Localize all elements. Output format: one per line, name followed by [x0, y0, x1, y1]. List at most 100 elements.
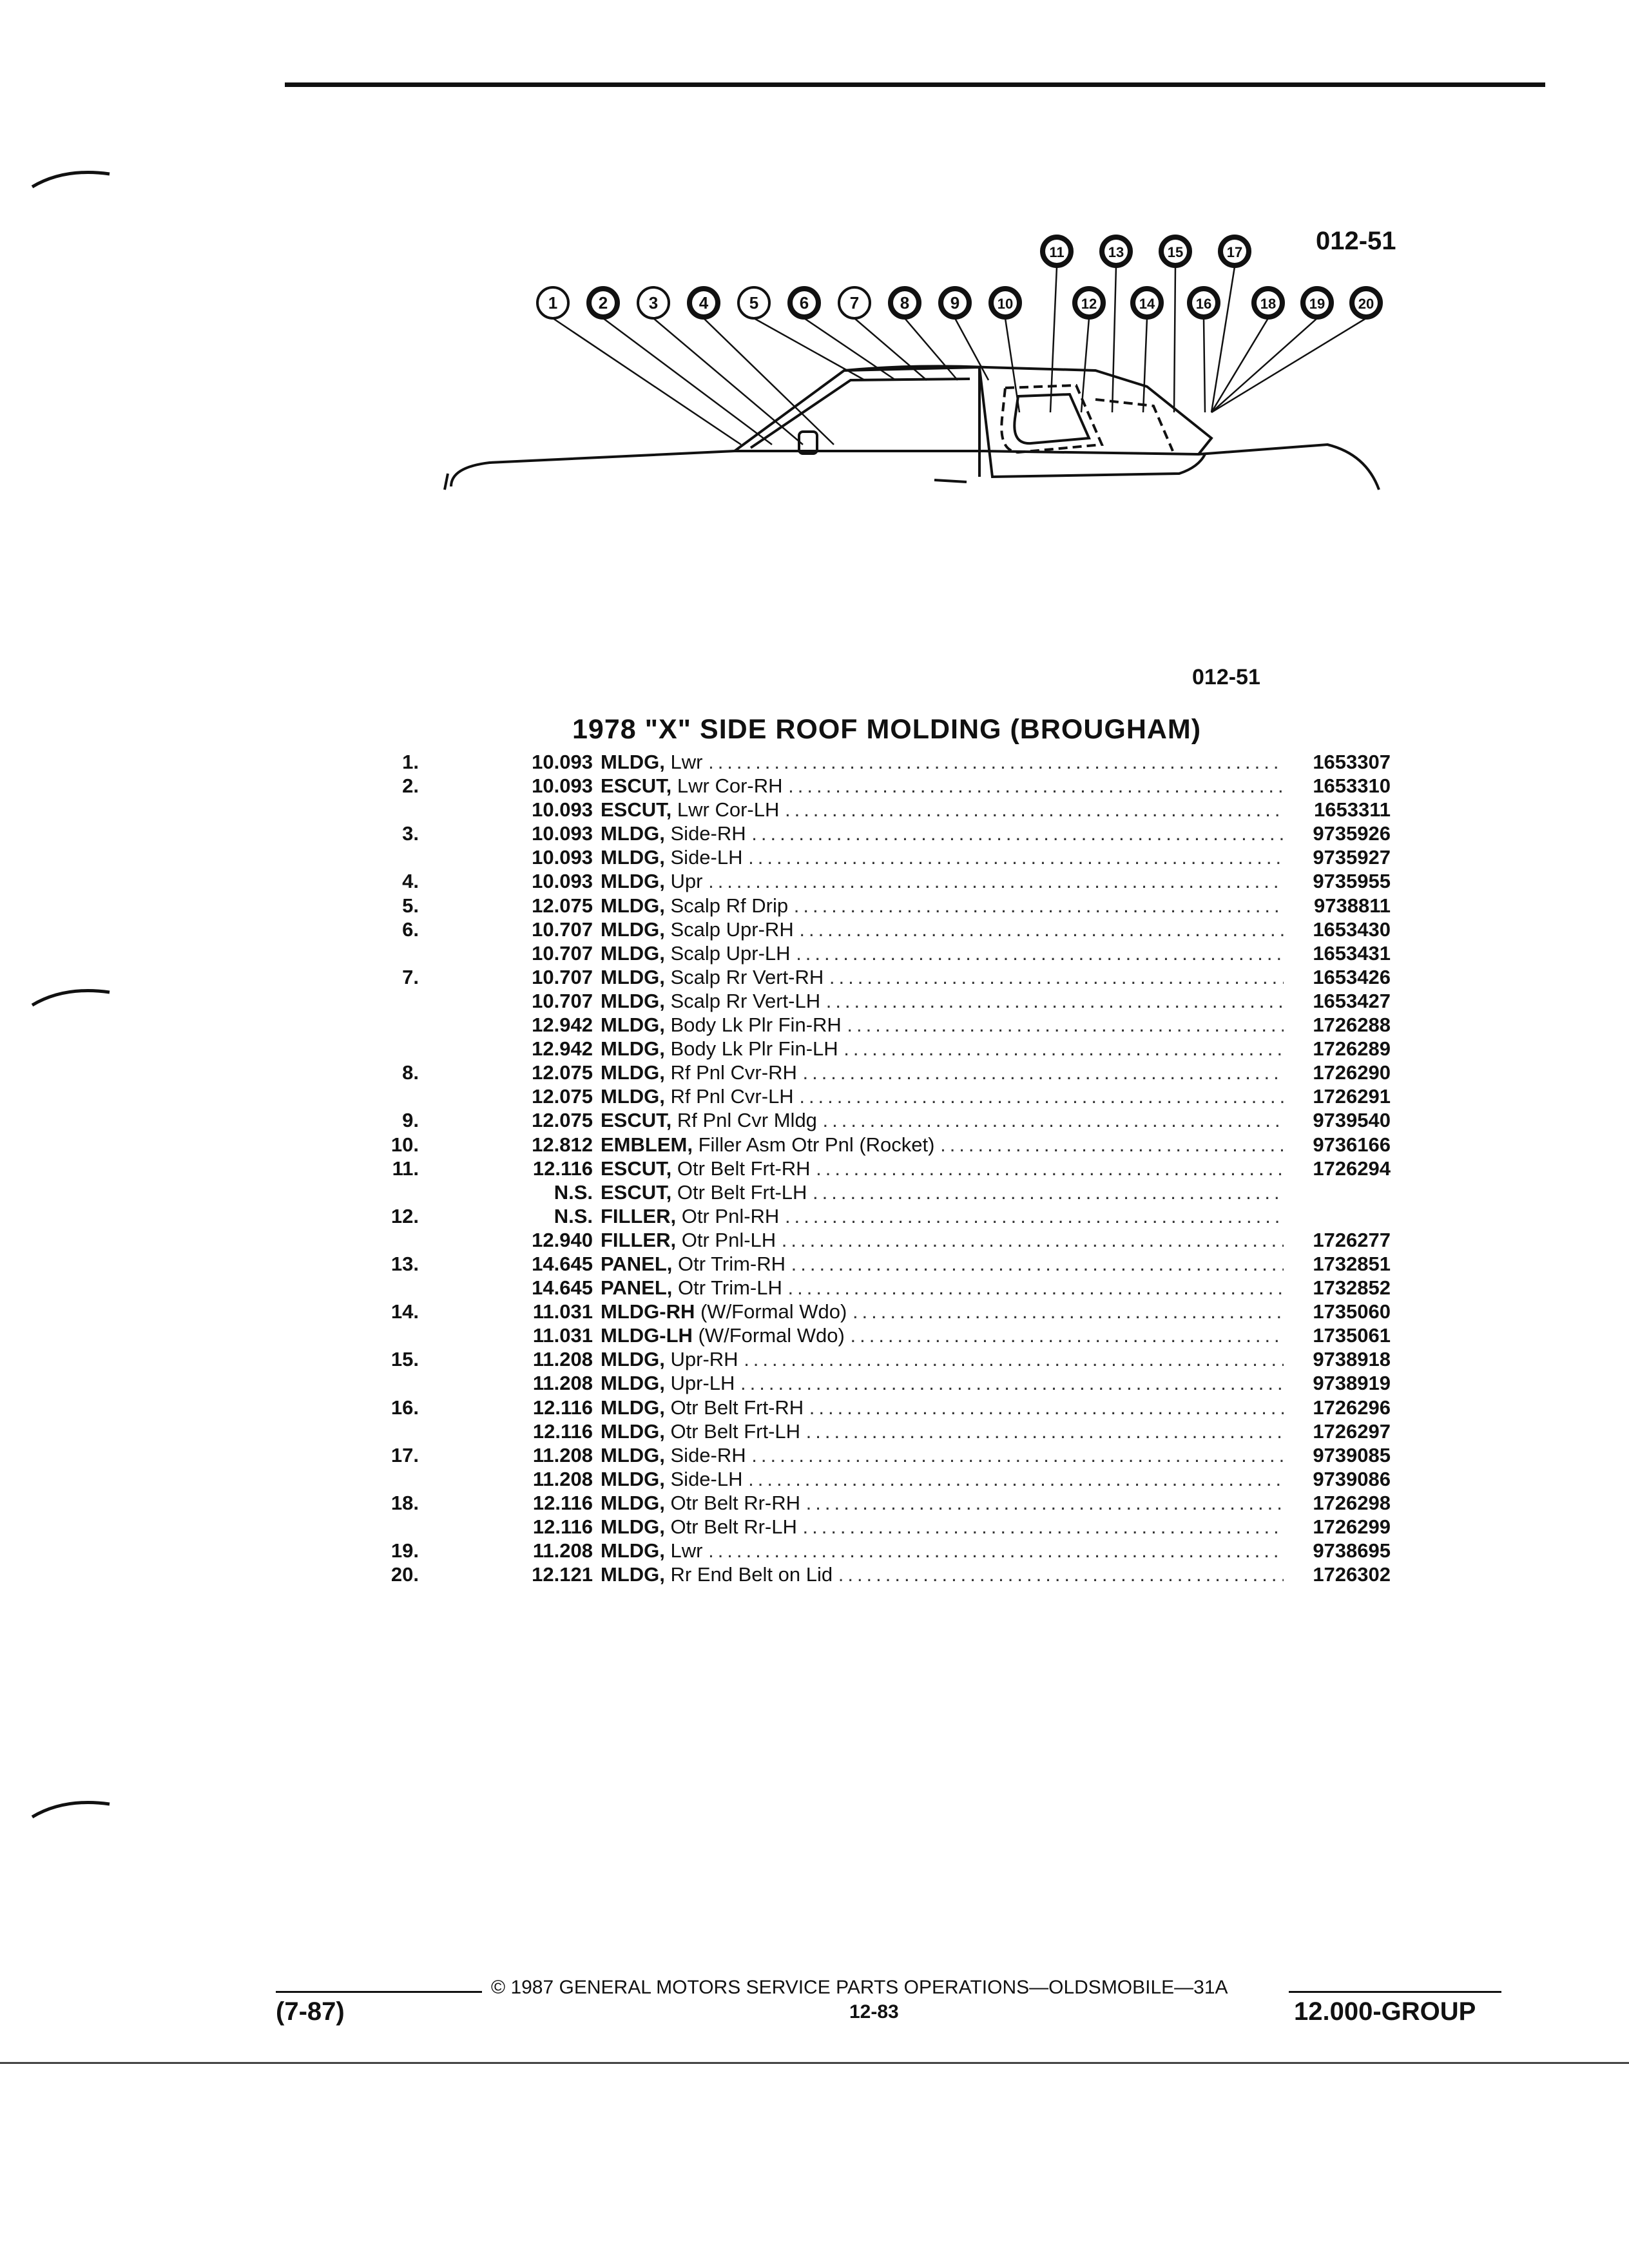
item-number: 14. [390, 1300, 419, 1323]
group-code: 12.121 [532, 1563, 593, 1586]
part-desc-text: Lwr [670, 1539, 703, 1562]
item-number: 3. [402, 822, 419, 845]
part-description: MLDG, Body Lk Plr Fin-RH ...............… [601, 1013, 1284, 1037]
part-number: 1726302 [1313, 1563, 1391, 1586]
item-number: 1. [402, 751, 419, 773]
part-desc-text: Scalp Rr Vert-LH [670, 989, 821, 1012]
footer-rule-right [1289, 1991, 1501, 1993]
part-keyword: MLDG, [601, 1515, 665, 1538]
figure-code-top: 012-51 [1316, 227, 1396, 255]
item-number: 11. [392, 1157, 419, 1180]
item-number: 7. [402, 965, 419, 988]
part-number: 1735061 [1313, 1324, 1391, 1347]
group-code: 12.940 [532, 1228, 593, 1251]
group-code: 10.707 [532, 941, 593, 965]
part-number: 9738811 [1314, 894, 1391, 917]
part-number: 1653310 [1313, 774, 1391, 798]
page-bottom-line [0, 2062, 1629, 2064]
part-desc-text: Side-RH [670, 1443, 746, 1466]
leader-dots: ........................................… [784, 798, 1284, 822]
side-mirror [798, 430, 818, 455]
group-code: 12.116 [532, 1157, 593, 1180]
group-code: 10.093 [532, 846, 593, 869]
footer-revision: (7-87) [276, 1997, 345, 2026]
part-description: MLDG, Scalp Rf Drip ....................… [601, 894, 1284, 918]
margin-mark-bottom [31, 1801, 110, 1819]
group-code: 10.093 [532, 798, 593, 822]
footer-copyright: © 1987 GENERAL MOTORS SERVICE PARTS OPER… [491, 1977, 1228, 1998]
callout-label: 2 [599, 293, 608, 312]
part-desc-text: Body Lk Plr Fin-LH [670, 1037, 838, 1061]
part-desc-text: Otr Belt Frt-LH [670, 1419, 801, 1443]
part-keyword: MLDG, [601, 846, 665, 869]
callout-label: 12 [1081, 296, 1097, 312]
part-number: 1653427 [1313, 989, 1391, 1012]
part-desc-text: Filler Asm Otr Pnl (Rocket) [698, 1133, 935, 1156]
windshield [733, 365, 981, 477]
part-keyword: MLDG, [601, 1372, 665, 1395]
callout-label: 10 [998, 296, 1013, 312]
item-number: 5. [402, 894, 419, 917]
callout-leader-5 [753, 317, 865, 381]
part-desc-text: Otr Belt Frt-LH [677, 1180, 807, 1204]
group-code: 11.208 [532, 1443, 593, 1466]
leader-dots: ........................................… [809, 1396, 1284, 1419]
part-desc-text: Rf Pnl Cvr Mldg [677, 1109, 817, 1132]
windshield-inner [749, 378, 970, 449]
part-description: MLDG, Upr ..............................… [601, 869, 1284, 893]
item-number: 6. [402, 918, 419, 941]
part-number: 9739086 [1313, 1467, 1391, 1490]
part-description: FILLER, Otr Pnl-LH .....................… [601, 1228, 1284, 1252]
part-number: 9739540 [1313, 1109, 1391, 1132]
part-description: ESCUT, Otr Belt Frt-LH .................… [601, 1180, 1284, 1204]
part-description: MLDG, Otr Belt Rr-LH ...................… [601, 1515, 1284, 1539]
group-code: 12.116 [532, 1491, 593, 1514]
leader-dots: ........................................… [838, 1563, 1284, 1586]
hood-line [450, 443, 1380, 490]
leader-dots: ........................................… [708, 870, 1284, 893]
callout-label: 4 [699, 293, 709, 312]
callout-label: 7 [850, 293, 859, 312]
part-desc-text: Otr Belt Rr-RH [670, 1491, 801, 1514]
callout-label: 16 [1196, 296, 1211, 312]
callout-inner-18 [1257, 291, 1280, 314]
part-number: 1653426 [1313, 965, 1391, 988]
part-keyword: MLDG, [601, 941, 665, 965]
group-code: 12.942 [532, 1014, 593, 1037]
parts-row: 12.N.S.FILLER, Otr Pnl-RH ..............… [361, 1204, 1392, 1228]
part-keyword: PANEL, [601, 1252, 673, 1275]
part-description: MLDG, Scalp Rr Vert-RH .................… [601, 965, 1284, 989]
part-number: 1726299 [1313, 1515, 1391, 1538]
rear-quarter-dashed [1095, 398, 1174, 452]
part-desc-text: Otr Trim-LH [678, 1276, 782, 1300]
part-number: 1726298 [1313, 1491, 1391, 1514]
part-description: MLDG, Side-RH ..........................… [601, 1443, 1284, 1467]
callout-leader-19 [1211, 318, 1318, 413]
part-number: 9735955 [1313, 870, 1391, 893]
item-number: 8. [402, 1061, 419, 1084]
part-keyword: MLDG, [601, 1539, 665, 1562]
part-keyword: MLDG, [601, 918, 665, 941]
part-description: MLDG, Upr-RH ...........................… [601, 1347, 1284, 1371]
part-keyword: MLDG, [601, 989, 665, 1012]
part-desc-text: (W/Formal Wdo) [700, 1300, 847, 1323]
part-description: MLDG, Side-LH ..........................… [601, 1467, 1284, 1491]
part-desc-text: (W/Formal Wdo) [698, 1324, 845, 1347]
part-description: MLDG, Body Lk Plr Fin-LH ...............… [601, 1037, 1284, 1061]
part-keyword: MLDG, [601, 751, 665, 773]
callout-leader-8 [904, 318, 958, 381]
part-desc-text: Otr Trim-RH [678, 1252, 786, 1275]
top-rule [285, 82, 1545, 87]
part-desc-text: Otr Belt Frt-RH [677, 1157, 811, 1180]
callout-inner-1 [541, 291, 564, 314]
